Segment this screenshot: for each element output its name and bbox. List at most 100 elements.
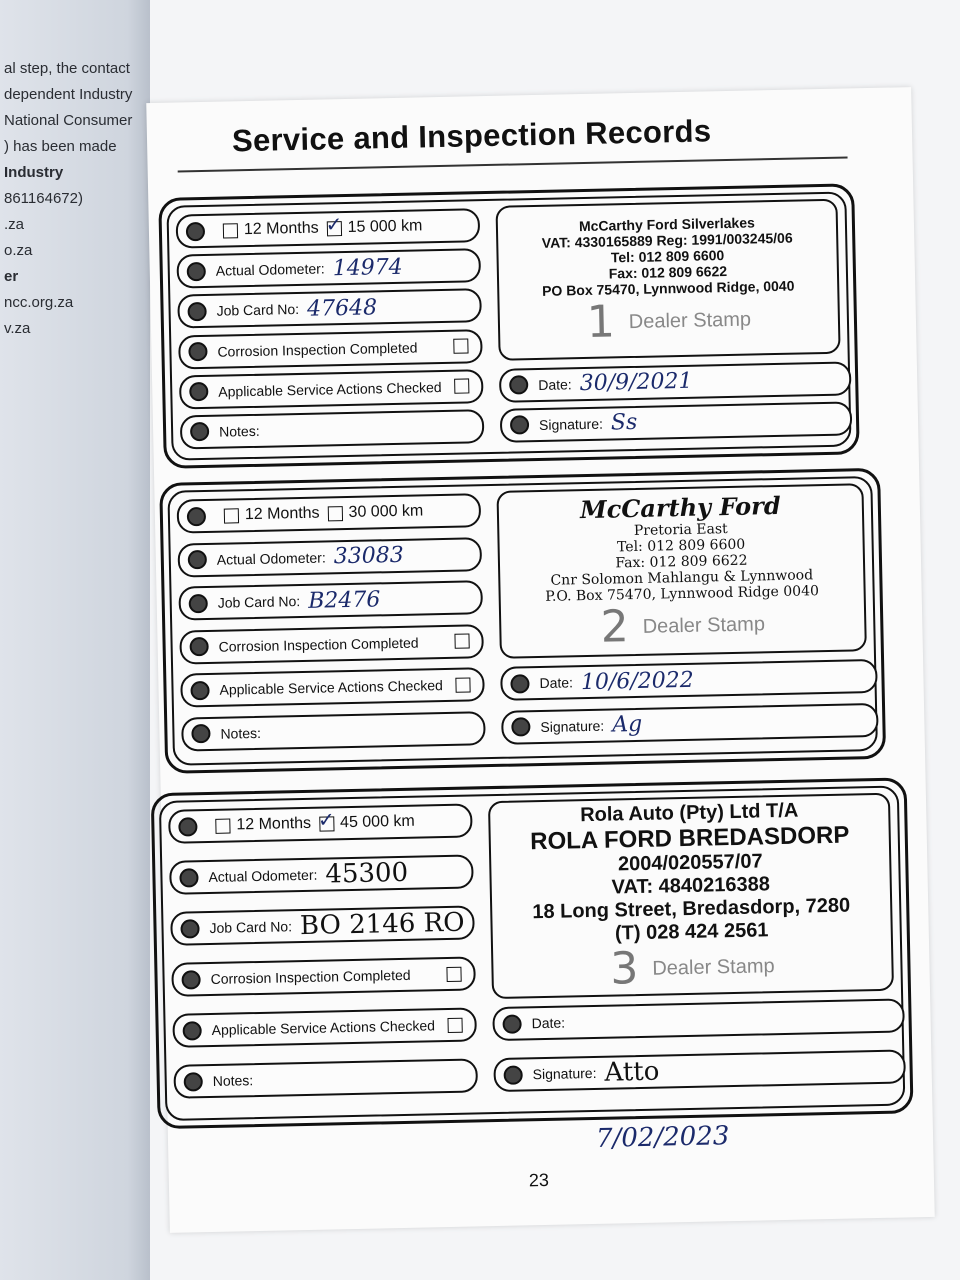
facing-page-text: 861164672) <box>4 190 83 207</box>
corrosion-label: Corrosion Inspection Completed <box>218 634 419 655</box>
bullet-icon <box>186 261 206 281</box>
months-label: 12 Months <box>243 219 319 239</box>
record-number: 1 <box>586 295 616 348</box>
service_actions-checkbox[interactable] <box>454 378 470 394</box>
stamp-line: 2004/020557/07 <box>617 850 763 876</box>
stamp-line: Pretoria East <box>633 520 728 539</box>
km-label: 15 000 km <box>347 217 423 236</box>
service_actions-label: Applicable Service Actions Checked <box>218 378 442 400</box>
job_card-label: Job Card No: <box>217 593 301 611</box>
bullet-icon <box>509 415 530 435</box>
odometer-value[interactable]: 33083 <box>333 542 404 570</box>
bullet-icon <box>187 301 207 322</box>
job_card-value[interactable]: B2476 <box>307 586 381 614</box>
corrosion-label: Corrosion Inspection Completed <box>210 966 411 987</box>
odometer-value[interactable]: 14974 <box>332 254 403 281</box>
page-title: Service and Inspection Records <box>231 113 712 159</box>
bullet-icon <box>180 918 200 939</box>
signature-label: Signature: <box>538 415 604 433</box>
bullet-icon <box>183 1071 203 1092</box>
job_card-label: Job Card No: <box>209 918 293 936</box>
dealer-stamp-footer: 3 Dealer Stamp <box>609 943 775 995</box>
record-notes-row: Notes: <box>173 1058 479 1099</box>
record-notes-row: Notes: <box>181 710 486 752</box>
odometer-value[interactable]: 45300 <box>325 857 409 890</box>
facing-page-text: ) has been made <box>4 138 117 155</box>
bullet-icon <box>187 549 208 570</box>
stamp-line: 18 Long Street, Bredasdorp, 7280 <box>532 894 851 924</box>
signature-label: Signature: <box>532 1064 597 1083</box>
km-checkbox[interactable] <box>327 505 343 521</box>
months-label: 12 Months <box>244 504 320 524</box>
title-divider <box>177 156 848 173</box>
bullet-icon <box>185 221 206 241</box>
corrosion-label: Corrosion Inspection Completed <box>217 339 418 360</box>
job_card-value[interactable]: BO 2146 RO <box>299 907 465 942</box>
service_actions-label: Applicable Service Actions Checked <box>219 677 444 698</box>
record-job-card-row: Job Card No: 47648 <box>177 288 482 329</box>
odometer-label: Actual Odometer: <box>216 548 326 568</box>
record-number: 3 <box>609 943 639 995</box>
corrosion-checkbox[interactable] <box>453 338 469 354</box>
km-label: 30 000 km <box>348 502 424 521</box>
service_actions-checkbox[interactable] <box>447 1017 463 1033</box>
months-checkbox[interactable] <box>223 507 240 524</box>
date-value[interactable]: 10/6/2022 <box>580 667 694 695</box>
signature-label: Signature: <box>540 717 605 735</box>
corrosion-checkbox[interactable] <box>446 966 462 982</box>
facing-page-text: ncc.org.za <box>4 294 74 311</box>
facing-page-text: al step, the contact <box>4 60 130 77</box>
record-interval-row: 12 Months 30 000 km <box>176 493 482 534</box>
signature-value[interactable]: Atto <box>604 1056 660 1088</box>
km-checkbox[interactable] <box>318 815 335 832</box>
record-odometer-row: Actual Odometer: 33083 <box>177 536 483 578</box>
notes-label: Notes: <box>212 1072 254 1089</box>
km-label: 45 000 km <box>339 812 415 832</box>
service_actions-label: Applicable Service Actions Checked <box>211 1017 436 1038</box>
months-checkbox[interactable] <box>215 818 231 834</box>
bullet-icon <box>182 1020 202 1041</box>
service_actions-checkbox[interactable] <box>455 676 471 693</box>
months-checkbox[interactable] <box>222 222 239 239</box>
bullet-icon <box>178 816 198 837</box>
bullet-icon <box>503 1064 523 1085</box>
km-checkbox[interactable] <box>326 220 342 236</box>
record-number: 2 <box>600 601 630 653</box>
bullet-icon <box>189 422 210 442</box>
service-record: 12 Months 15 000 km Actual Odometer: 14974J… <box>158 183 860 469</box>
corrosion-checkbox[interactable] <box>454 633 470 649</box>
handwritten-date: 7/02/2023 <box>595 1121 730 1154</box>
stamp-line: McCarthy Ford <box>579 490 781 525</box>
signature-value[interactable]: Ss <box>610 410 638 436</box>
dealer-stamp-placeholder: Dealer Stamp <box>652 955 775 981</box>
bullet-icon <box>179 867 199 888</box>
facing-page-text: National Consumer <box>4 112 133 129</box>
facing-page-text: Industry <box>4 164 64 181</box>
date-value[interactable]: 30/9/2021 <box>579 368 693 397</box>
job_card-label: Job Card No: <box>216 301 300 320</box>
job_card-value[interactable]: 47648 <box>306 295 378 322</box>
record-corrosion-row: Corrosion Inspection Completed <box>179 623 484 665</box>
record-corrosion-row: Corrosion Inspection Completed <box>178 328 483 370</box>
odometer-label: Actual Odometer: <box>215 260 325 279</box>
stamp-line: VAT: 4840216388 <box>611 873 771 899</box>
bullet-icon <box>189 636 209 657</box>
signature-value[interactable]: Ag <box>611 711 643 738</box>
notes-label: Notes: <box>218 422 260 440</box>
service-records-page: Service and Inspection Records 12 Months… <box>146 87 935 1233</box>
bullet-icon <box>188 341 208 362</box>
record-interval-row: 12 Months45 000 km <box>168 803 473 844</box>
stamp-line: PO Box 75470, Lynnwood Ridge, 0040 <box>541 278 795 300</box>
bullet-icon <box>186 506 207 526</box>
record-odometer-row: Actual Odometer: 14974 <box>176 248 482 289</box>
